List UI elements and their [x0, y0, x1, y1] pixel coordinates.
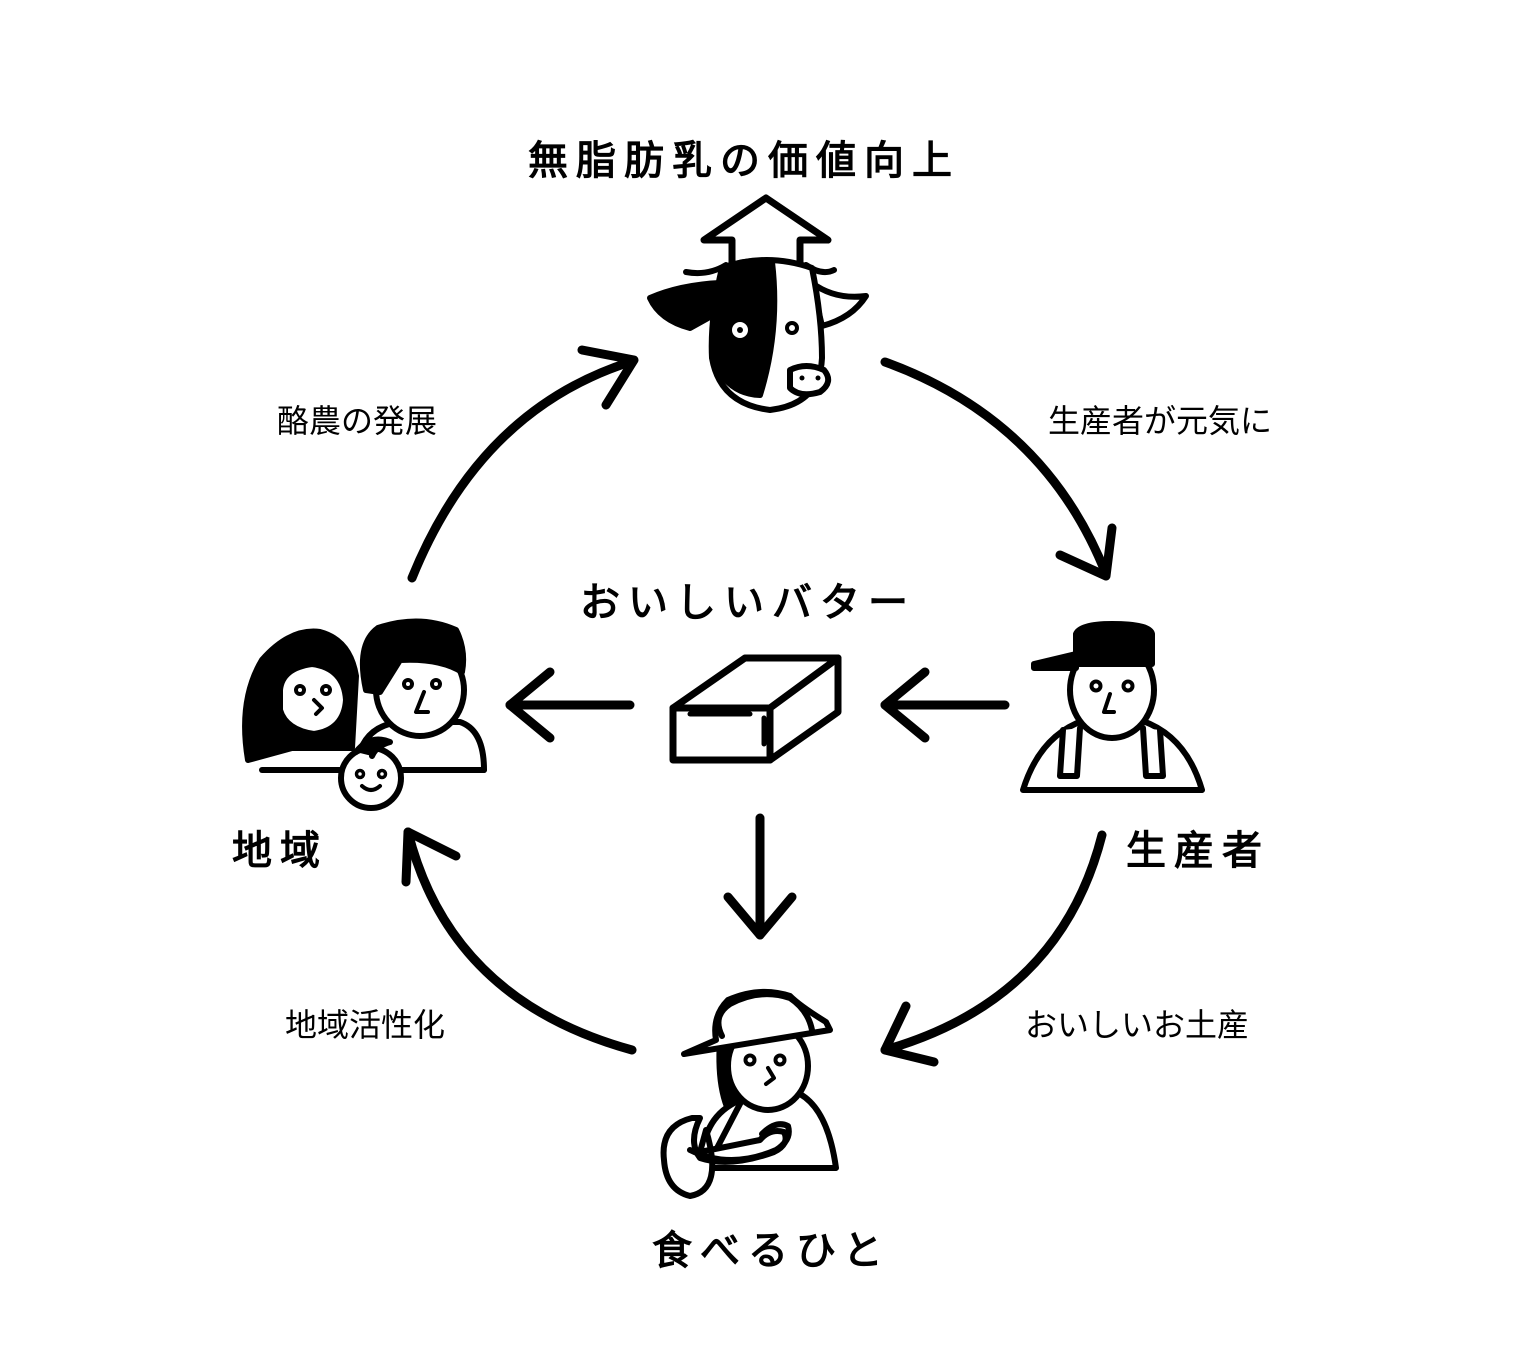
eater-label: 食べるひと	[652, 1228, 891, 1274]
butter-icon	[669, 654, 842, 764]
producer-label: 生産者	[1126, 828, 1270, 874]
arrow-butter-to-region	[505, 667, 635, 743]
up-arrow-icon	[700, 194, 832, 276]
family-icon	[242, 618, 487, 811]
edge-label-region-to-cow: 酪農の発展	[277, 402, 438, 440]
edge-label-cow-to-producer: 生産者が元気に	[1048, 402, 1273, 440]
center-label: おいしいバター	[580, 580, 916, 626]
arrow-butter-to-eater	[723, 813, 797, 940]
title-label: 無脂肪乳の価値向上	[528, 138, 960, 184]
arrow-cow-to-producer	[880, 357, 1117, 581]
arrow-producer-to-butter	[880, 667, 1010, 743]
edge-label-eater-to-region: 地域活性化	[285, 1006, 446, 1044]
arrow-eater-to-region	[401, 827, 637, 1055]
region-label: 地域	[232, 828, 328, 874]
arrow-producer-to-eater	[880, 830, 1107, 1067]
arrow-region-to-cow	[407, 345, 639, 583]
eater-icon	[660, 988, 839, 1199]
farmer-icon	[1020, 621, 1205, 793]
cow-icon	[647, 257, 869, 413]
edge-label-producer-to-eater: おいしいお土産	[1025, 1006, 1250, 1044]
